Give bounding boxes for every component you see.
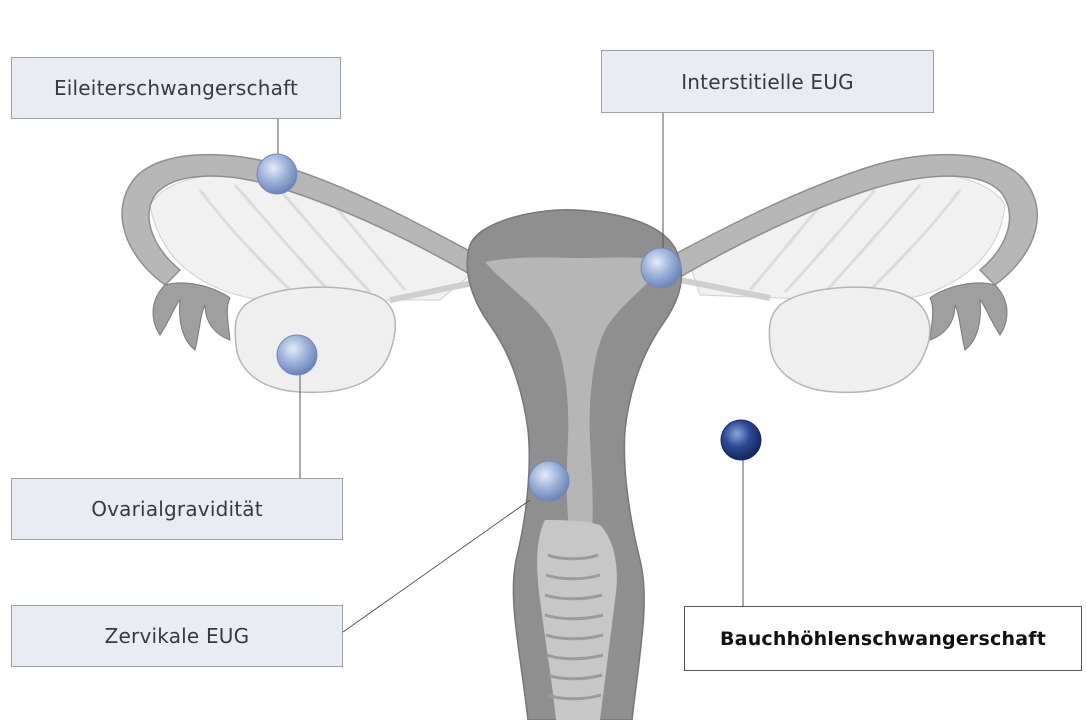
label-cervical-text: Zervikale EUG — [105, 624, 250, 648]
left-ovary — [235, 287, 395, 392]
label-interstitial-text: Interstitielle EUG — [681, 70, 854, 94]
label-tubal-text: Eileiterschwangerschaft — [54, 76, 298, 100]
label-abdominal-text: Bauchhöhlenschwangerschaft — [720, 628, 1046, 650]
right-ovary — [769, 287, 930, 392]
label-ovarian-text: Ovarialgravidität — [91, 497, 263, 521]
marker-ovarian — [277, 335, 317, 375]
label-tubal-pregnancy: Eileiterschwangerschaft — [11, 57, 341, 119]
label-abdominal-pregnancy: Bauchhöhlenschwangerschaft — [684, 606, 1082, 671]
label-cervical-eug: Zervikale EUG — [11, 605, 343, 667]
marker-interstitial — [641, 248, 681, 288]
marker-cervical — [529, 461, 569, 501]
label-interstitial-eug: Interstitielle EUG — [601, 50, 934, 113]
label-ovarian-pregnancy: Ovarialgravidität — [11, 478, 343, 540]
marker-abdominal — [721, 420, 761, 460]
marker-tubal — [257, 154, 297, 194]
right-fimbriae — [930, 283, 1007, 350]
left-fimbriae — [153, 283, 230, 350]
